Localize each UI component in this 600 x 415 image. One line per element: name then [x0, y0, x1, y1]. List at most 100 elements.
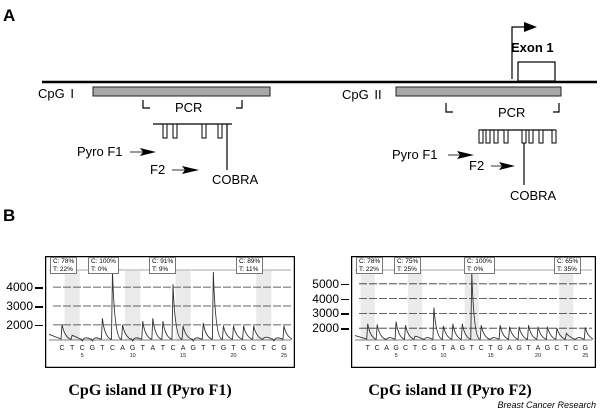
y-tick-mark — [341, 313, 349, 315]
svg-text:G: G — [130, 345, 135, 352]
y-tick-label: 4000 — [6, 280, 33, 295]
c-percent: C: 75% — [397, 258, 419, 265]
pcr-label-1: PCR — [175, 100, 203, 115]
y-tick-mark — [341, 283, 349, 286]
svg-text:A: A — [536, 345, 541, 352]
cpg-prefix: CpG — [342, 87, 369, 102]
panel-a-label: A — [3, 6, 16, 25]
svg-text:C: C — [573, 345, 578, 352]
methylation-percentage-box: C: 100%T: 0% — [88, 257, 119, 274]
y-tick-mark — [35, 324, 43, 327]
cpg-numeral: I — [70, 86, 74, 101]
y-tick-label: 4000 — [312, 291, 339, 306]
cpg-island-1-bar — [92, 86, 271, 97]
pcr-bracket-right-2 — [553, 103, 560, 113]
svg-text:C: C — [251, 345, 256, 352]
t-percent: T: 9% — [152, 265, 169, 273]
svg-text:T: T — [100, 345, 105, 352]
cpg-island-2-label: CpG II — [342, 87, 382, 102]
svg-text:5: 5 — [81, 353, 84, 359]
t-percent: T: 0% — [91, 265, 108, 273]
t-percent: T: 0% — [467, 265, 484, 273]
methylation-percentage-box: C: 89%T: 11% — [236, 257, 264, 274]
methylation-percentage-box: C: 78%T: 22% — [50, 257, 78, 274]
cpg-island-1-label: CpG I — [38, 86, 74, 101]
svg-text:T: T — [141, 345, 146, 352]
methylation-percentage-box: C: 75%T: 25% — [394, 257, 422, 274]
svg-text:C: C — [403, 345, 408, 352]
svg-text:5: 5 — [395, 353, 398, 359]
exon-1-label: Exon 1 — [511, 40, 554, 55]
svg-text:T: T — [231, 345, 236, 352]
svg-text:T: T — [262, 345, 267, 352]
y-tick-mark — [35, 287, 43, 289]
cobra-label-2: COBRA — [510, 188, 557, 203]
c-percent: C: 100% — [91, 258, 116, 265]
svg-text:A: A — [384, 345, 389, 352]
svg-text:G: G — [497, 345, 502, 352]
svg-text:A: A — [507, 345, 512, 352]
gene-map-diagram — [42, 22, 597, 185]
pcr-bracket-left-1 — [142, 100, 150, 109]
t-percent: T: 25% — [397, 265, 417, 273]
pcr-label-2: PCR — [498, 105, 526, 120]
methylation-percentage-box: C: 78%T: 22% — [356, 257, 384, 274]
c-percent: C: 65% — [557, 258, 579, 265]
methylation-percentage-box: C: 100%T: 0% — [464, 257, 495, 274]
transcription-start-arrow — [511, 26, 528, 79]
pyrogram-f1-caption: CpG island II (Pyro F1) — [68, 382, 232, 399]
journal-credit: Breast Cancer Research — [497, 400, 596, 410]
svg-text:T: T — [211, 345, 216, 352]
pyro-f1-primer-arrow-icon-1 — [140, 148, 156, 156]
c-percent: C: 91% — [152, 258, 174, 265]
cpg-prefix: CpG — [38, 86, 65, 101]
svg-text:C: C — [422, 345, 427, 352]
svg-text:25: 25 — [582, 353, 588, 359]
svg-text:A: A — [181, 345, 186, 352]
f2-primer-arrow-icon-2 — [499, 162, 515, 170]
c-percent: C: 89% — [239, 258, 261, 265]
svg-text:20: 20 — [230, 353, 236, 359]
y-tick-mark — [341, 298, 349, 301]
methylation-percentage-box: C: 91%T: 9% — [149, 257, 177, 274]
svg-text:C: C — [110, 345, 115, 352]
svg-text:C: C — [60, 345, 65, 352]
svg-text:G: G — [241, 345, 246, 352]
svg-text:C: C — [80, 345, 85, 352]
svg-text:15: 15 — [180, 353, 186, 359]
f2-label-1: F2 — [150, 162, 166, 177]
svg-text:G: G — [281, 345, 286, 352]
svg-text:A: A — [120, 345, 125, 352]
pcr-bracket-left-2 — [445, 103, 453, 113]
svg-text:20: 20 — [535, 353, 541, 359]
svg-text:T: T — [441, 345, 446, 352]
panel-b-label: B — [3, 206, 16, 225]
c-percent: C: 78% — [53, 258, 75, 265]
svg-text:G: G — [221, 345, 226, 352]
c-percent: C: 100% — [467, 258, 492, 265]
svg-text:10: 10 — [130, 353, 136, 359]
y-tick-mark — [341, 328, 349, 330]
t-percent: T: 11% — [239, 265, 259, 273]
pyro-f1-primer-arrow-icon-2 — [457, 151, 474, 159]
methylation-percentage-box: C: 65%T: 35% — [554, 257, 582, 274]
svg-text:G: G — [583, 345, 588, 352]
svg-text:T: T — [526, 345, 531, 352]
svg-text:25: 25 — [281, 353, 287, 359]
cpg-sites-1 — [162, 123, 223, 139]
cpg-island-2-bar — [395, 86, 562, 97]
t-percent: T: 35% — [557, 265, 577, 273]
svg-text:15: 15 — [488, 353, 494, 359]
pyro-f1-label-2: Pyro F1 — [392, 147, 438, 162]
svg-text:A: A — [451, 345, 456, 352]
y-tick-label: 3000 — [6, 299, 33, 313]
cpg-numeral: II — [374, 87, 382, 102]
pyrogram-f2-caption: CpG island II (Pyro F2) — [368, 382, 532, 399]
y-tick-mark — [35, 306, 43, 308]
t-percent: T: 22% — [53, 265, 73, 273]
svg-text:C: C — [170, 345, 175, 352]
transcription-arrow-head-icon — [524, 22, 537, 32]
